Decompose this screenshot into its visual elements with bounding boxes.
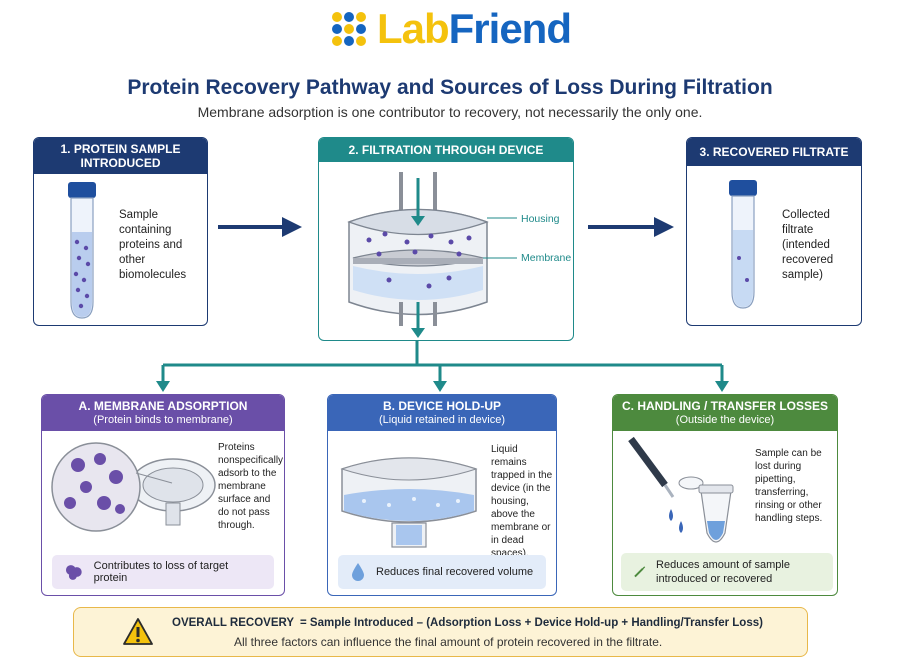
overall-formula: = Sample Introduced – (Adsorption Loss +… bbox=[300, 617, 763, 629]
protein-blob-icon bbox=[65, 565, 82, 580]
logo-lab: Lab bbox=[376, 5, 450, 52]
housing-label: Housing bbox=[521, 213, 560, 225]
branch-connector bbox=[156, 341, 729, 392]
loss-b-header-block: B. DEVICE HOLD-UP (Liquid retained in de… bbox=[328, 395, 556, 431]
step-2-card: 2. FILTRATION THROUGH DEVICE Housing Mem… bbox=[318, 137, 574, 341]
loss-a-header: A. MEMBRANE ADSORPTION bbox=[78, 399, 248, 413]
logo-text: LabFriend bbox=[376, 5, 572, 53]
loss-a-footer-text: Contributes to loss of target protein bbox=[93, 560, 229, 584]
loss-a-footer: Contributes to loss of target protein bbox=[52, 555, 274, 589]
logo-mark-icon bbox=[331, 12, 366, 46]
filter-device-diagram bbox=[347, 172, 517, 338]
step-3-desc: Collected filtrate (intended recovered s… bbox=[782, 209, 834, 281]
overall-label: OVERALL RECOVERY bbox=[172, 617, 295, 629]
water-drop-icon bbox=[352, 563, 364, 581]
device-holdup-illustration bbox=[340, 457, 478, 548]
loss-c-footer-text: Reduces amount of sample introduced or r… bbox=[656, 559, 790, 585]
loss-b-footer-text: Reduces final recovered volume bbox=[376, 566, 534, 578]
membrane-label: Membrane bbox=[521, 252, 572, 264]
loss-a-subheader: (Protein binds to membrane) bbox=[93, 414, 233, 426]
handling-illustration bbox=[628, 436, 734, 543]
step-3-header: 3. RECOVERED FILTRATE bbox=[687, 138, 861, 166]
filtrate-tube-icon bbox=[729, 180, 757, 309]
loss-b-footer: Reduces final recovered volume bbox=[338, 555, 546, 589]
overall-note: All three factors can influence the fina… bbox=[234, 635, 663, 649]
loss-b-header: B. DEVICE HOLD-UP bbox=[382, 399, 501, 413]
loss-b-card: B. DEVICE HOLD-UP (Liquid retained in de… bbox=[327, 394, 557, 596]
step-1-card: 1. PROTEIN SAMPLE INTRODUCED Sample cont… bbox=[33, 137, 208, 326]
loss-c-card: C. HANDLING / TRANSFER LOSSES (Outside t… bbox=[612, 394, 838, 596]
overall-recovery-box: OVERALL RECOVERY = Sample Introduced – (… bbox=[73, 607, 808, 657]
test-tube-icon bbox=[68, 182, 96, 319]
loss-c-header: C. HANDLING / TRANSFER LOSSES bbox=[621, 399, 828, 413]
pipette-icon bbox=[634, 566, 646, 578]
loss-a-card: A. MEMBRANE ADSORPTION (Protein binds to… bbox=[41, 394, 285, 596]
page-subtitle: Membrane adsorption is one contributor t… bbox=[197, 104, 703, 120]
logo-friend: Friend bbox=[448, 5, 572, 52]
loss-a-header-block: A. MEMBRANE ADSORPTION (Protein binds to… bbox=[42, 395, 284, 431]
step-1-header: 1. PROTEIN SAMPLE INTRODUCED bbox=[34, 138, 207, 174]
loss-a-desc: Proteins nonspecifically adsorb to the m… bbox=[218, 442, 284, 531]
warning-icon bbox=[123, 618, 153, 645]
loss-c-header-block: C. HANDLING / TRANSFER LOSSES (Outside t… bbox=[613, 395, 837, 431]
loss-c-footer: Reduces amount of sample introduced or r… bbox=[621, 553, 833, 591]
loss-c-desc: Sample can be lost during pipetting, tra… bbox=[755, 448, 823, 524]
step-2-header: 2. FILTRATION THROUGH DEVICE bbox=[319, 138, 573, 162]
step-1-desc: Sample containing proteins and other bio… bbox=[119, 209, 187, 281]
labfriend-logo: LabFriend bbox=[0, 0, 900, 58]
arrow-step2-to-step3 bbox=[588, 217, 674, 237]
membrane-adsorption-illustration bbox=[51, 442, 216, 532]
loss-c-subheader: (Outside the device) bbox=[675, 414, 775, 426]
loss-b-desc: Liquid remains trapped in the device (in… bbox=[491, 444, 553, 559]
page-title: Protein Recovery Pathway and Sources of … bbox=[127, 76, 773, 99]
loss-b-subheader: (Liquid retained in device) bbox=[379, 414, 505, 426]
step-3-card: 3. RECOVERED FILTRATE Collected filtrate… bbox=[686, 137, 862, 326]
arrow-step1-to-step2 bbox=[218, 217, 302, 237]
